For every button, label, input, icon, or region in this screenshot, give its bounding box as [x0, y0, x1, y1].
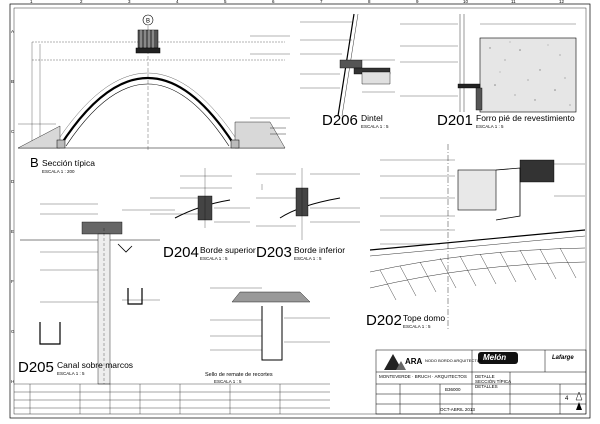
d203-name: Borde inferior [294, 245, 346, 255]
d204-code: D204 [163, 244, 199, 261]
d203-scale: ESCALA 1 : 5 [294, 256, 322, 261]
d206-name: Dintel [361, 113, 383, 123]
frame-col-5: 5 [224, 0, 227, 4]
ara-logo-text: ARA [405, 357, 423, 366]
d205-scale: ESCALA 1 : 5 [57, 371, 85, 376]
frame-col-6: 6 [272, 0, 275, 4]
title-line-2: SECCIÓN TÍPICA [475, 379, 512, 384]
frame-row-c: C [11, 129, 15, 134]
d206-scale: ESCALA 1 : 5 [361, 124, 389, 129]
frame-row-e: E [11, 229, 15, 234]
d202-drawing [369, 144, 586, 330]
sello-drawing [210, 287, 330, 361]
frame-col-4: 4 [176, 0, 179, 4]
frame-col-1: 1 [30, 0, 33, 4]
revision-table [14, 383, 330, 414]
d201-drawing [400, 14, 577, 113]
frame-col-3: 3 [128, 0, 131, 4]
frame-col-11: 11 [511, 0, 516, 4]
sheet-frame [9, 3, 591, 419]
d203-code: D203 [256, 244, 292, 261]
section-b-name: Sección típica [42, 158, 95, 168]
sheet-number: 4 [565, 396, 569, 402]
frame-col-8: 8 [368, 0, 371, 4]
d202-scale: ESCALA 1 : 5 [403, 324, 431, 329]
frame-row-b: B [11, 79, 15, 84]
d203-drawing [256, 168, 360, 240]
grid-marker-letter: B [146, 19, 150, 25]
section-b-scale: ESCALA 1 : 200 [42, 169, 75, 174]
cupola [135, 29, 161, 54]
ara-logo-triangles-2 [396, 361, 406, 370]
sello-name: Sello de remate de recortes [205, 372, 273, 378]
title-line-3: DETALLES [475, 384, 498, 389]
architects-line: MONTEVERDE · BRUCH · ARQUITECTOS [379, 374, 467, 379]
project-number: B36000 [445, 387, 461, 392]
sheet-border-inner [13, 7, 587, 415]
section-b-code: B [30, 155, 39, 170]
frame-col-10: 10 [463, 0, 469, 4]
d204-drawing [150, 168, 250, 228]
d201-code: D201 [437, 112, 473, 129]
frame-col-7: 7 [320, 0, 323, 4]
concrete-texture [489, 41, 571, 106]
d206-code: D206 [322, 112, 358, 129]
d206-drawing [300, 13, 395, 117]
d202-code: D202 [366, 312, 402, 329]
d202-name: Tope domo [403, 313, 446, 323]
sello-scale: ESCALA 1 : 5 [214, 379, 242, 384]
firm-line: NODO BORDO ARQUITECTOS [425, 358, 483, 363]
frame-row-h: H [11, 379, 15, 384]
frame-row-a: A [11, 29, 15, 34]
d205-code: D205 [18, 359, 54, 376]
d201-name: Forro pié de revestimiento [476, 113, 575, 123]
ara-logo-triangles [384, 354, 402, 370]
lafarge-logo-text: Lafarge [552, 355, 574, 361]
d204-scale: ESCALA 1 : 5 [200, 256, 228, 261]
melon-logo-badge [478, 352, 518, 364]
melon-logo-text: Melón [483, 353, 507, 362]
grid-marker-circle [142, 14, 154, 26]
frame-col-2: 2 [80, 0, 83, 4]
frame-row-g: G [11, 329, 15, 334]
frame-col-12: 12 [559, 0, 565, 4]
north-arrow-icon [576, 402, 582, 410]
section-b-drawing [17, 20, 290, 150]
frame-row-d: D [11, 179, 15, 184]
title-block [375, 349, 587, 415]
north-arrow-icon-2 [575, 391, 583, 401]
d205-drawing [20, 203, 175, 385]
d202-hatching [379, 247, 577, 301]
d201-scale: ESCALA 1 : 5 [476, 124, 504, 129]
date-value: OCT-ABRIL 2013 [440, 407, 475, 412]
frame-col-9: 9 [416, 0, 419, 4]
d205-name: Canal sobre marcos [57, 360, 134, 370]
d204-name: Borde superior [200, 245, 256, 255]
frame-row-f: F [11, 279, 14, 284]
title-line-1: DETALLE [475, 374, 495, 379]
